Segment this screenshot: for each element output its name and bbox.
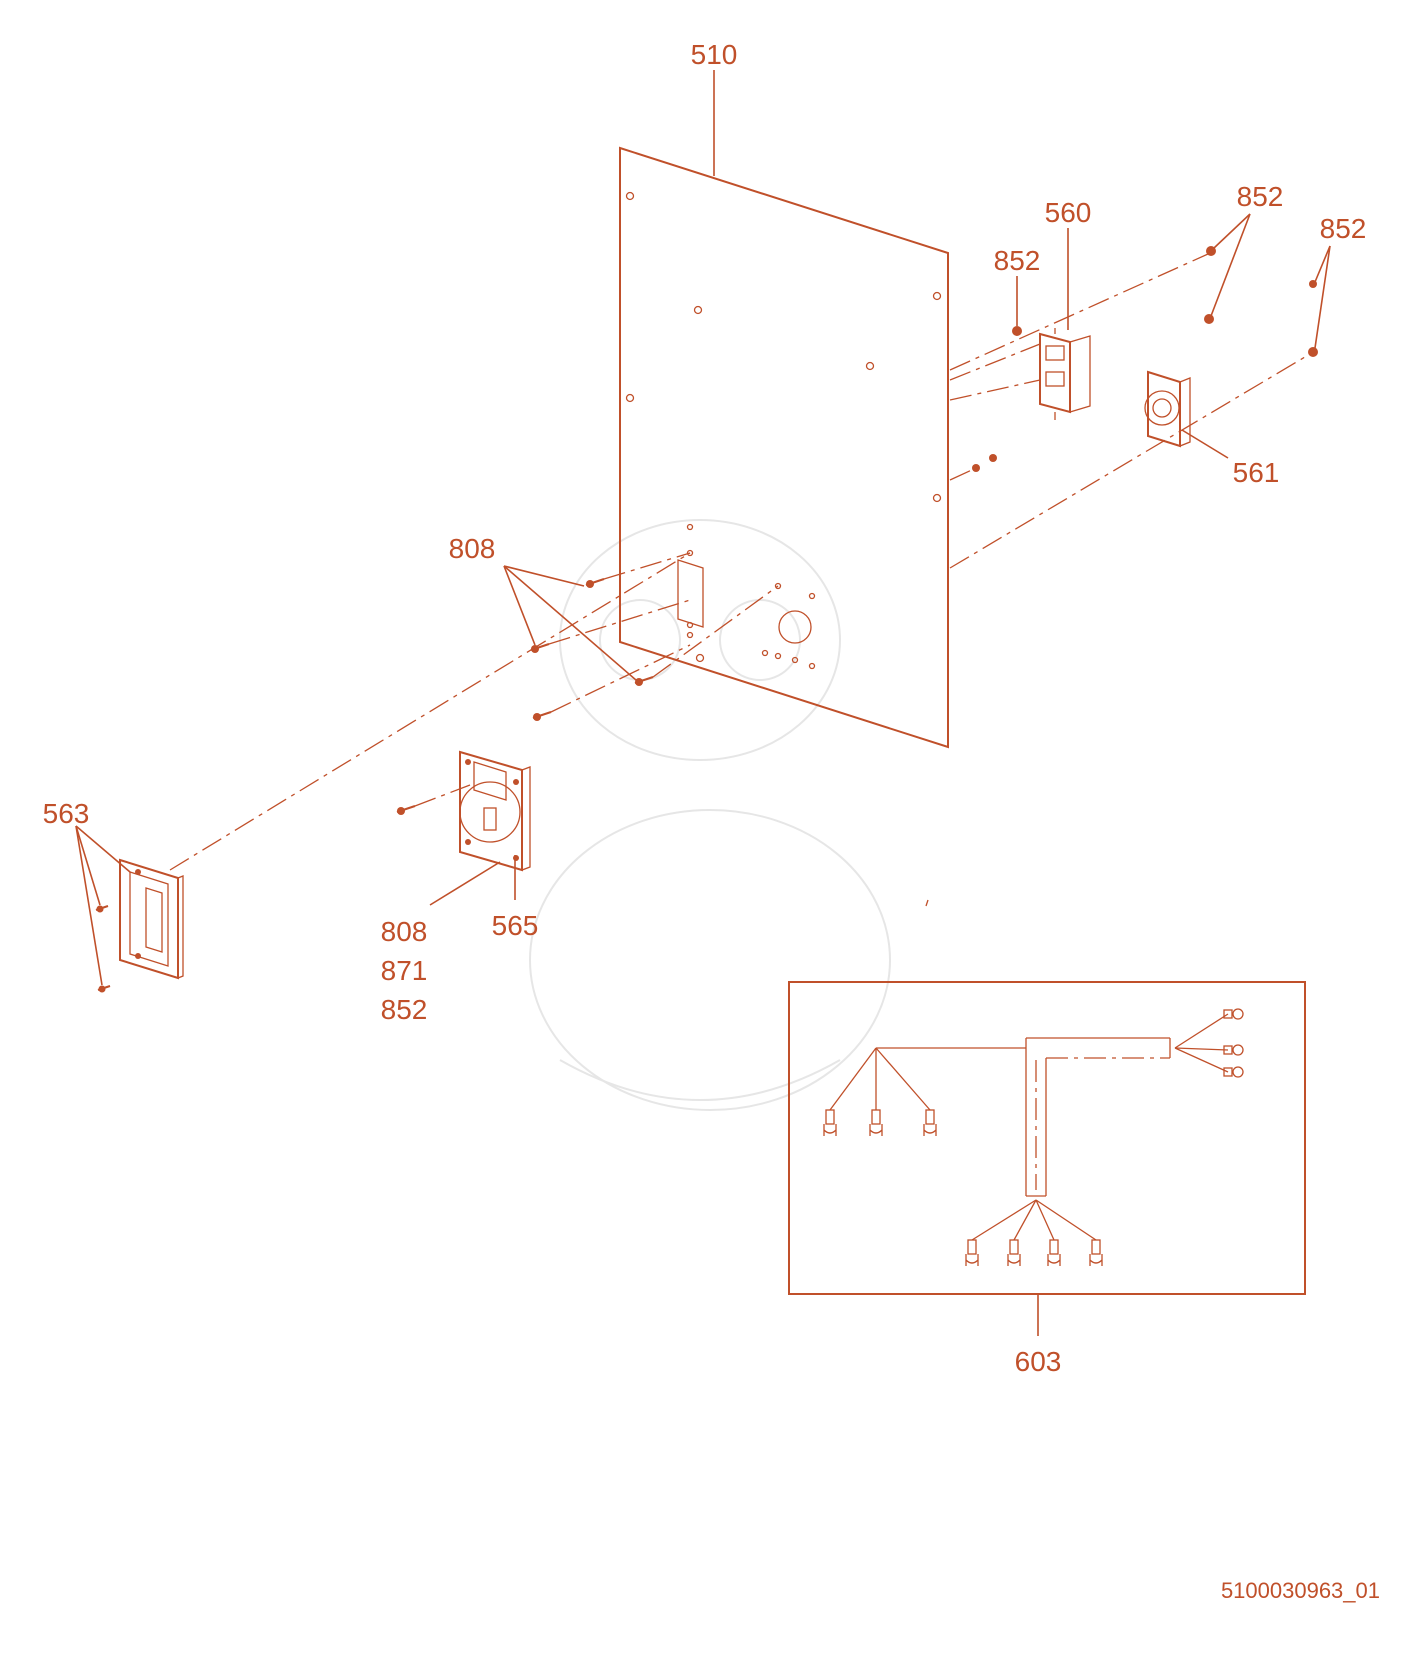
callout-563: 563 [43,798,90,829]
watermark-illustration [529,519,891,1111]
terminal-ring [1223,1008,1244,1078]
leader-808-stack [429,861,501,906]
callout-561: 561 [1233,457,1280,488]
harness-terminals [823,1008,1244,1266]
leader-563-a [75,825,131,873]
leader-852-right-b2 [1314,245,1331,349]
callout-852-right-b: 852 [1320,213,1367,244]
outlet-cover-565 [459,750,531,872]
cover-plate-563 [95,858,184,993]
leader-808-b [503,565,536,646]
callout-560: 560 [1045,197,1092,228]
callout-603: 603 [1015,1346,1062,1377]
callout-565: 565 [492,910,539,941]
assembly-line [949,343,1041,381]
leader-563-c [75,825,103,986]
panel-510 [619,146,949,749]
terminal-fork [823,1109,1103,1266]
leader-563-b [75,825,101,906]
assembly-line [949,467,977,481]
leader-852-right-a2 [1210,213,1251,317]
callout-510: 510 [691,39,738,70]
gfci-receptacle-560 [1039,328,1091,420]
stray-mark [925,899,929,907]
twistlock-receptacle-561 [1144,370,1191,448]
leader-852-right-a1 [1213,213,1251,249]
assembly-line [949,253,1209,371]
assembly-line [169,552,691,871]
leader-561 [1181,429,1229,459]
assembly-line [652,585,779,678]
callout-808-stack: 808 [381,916,428,947]
callout-808: 808 [449,533,496,564]
screws-808 [396,578,654,815]
leader-852-right-b1 [1314,245,1331,283]
callout-871-stack: 871 [381,955,428,986]
assembly-line [548,599,691,645]
callout-852-center: 852 [994,245,1041,276]
leader-808-c [503,565,637,681]
leader-808-a [503,565,585,587]
callout-852-right-a: 852 [1237,181,1284,212]
wiring-harness-inset-603 [788,981,1306,1295]
document-id: 5100030963_01 [1221,1578,1380,1603]
callout-852-stack: 852 [381,994,428,1025]
assembly-line [949,353,1311,569]
nuts-852 [972,246,1318,472]
assembly-line [550,644,691,713]
assembly-line [603,552,691,580]
assembly-line [949,379,1041,401]
